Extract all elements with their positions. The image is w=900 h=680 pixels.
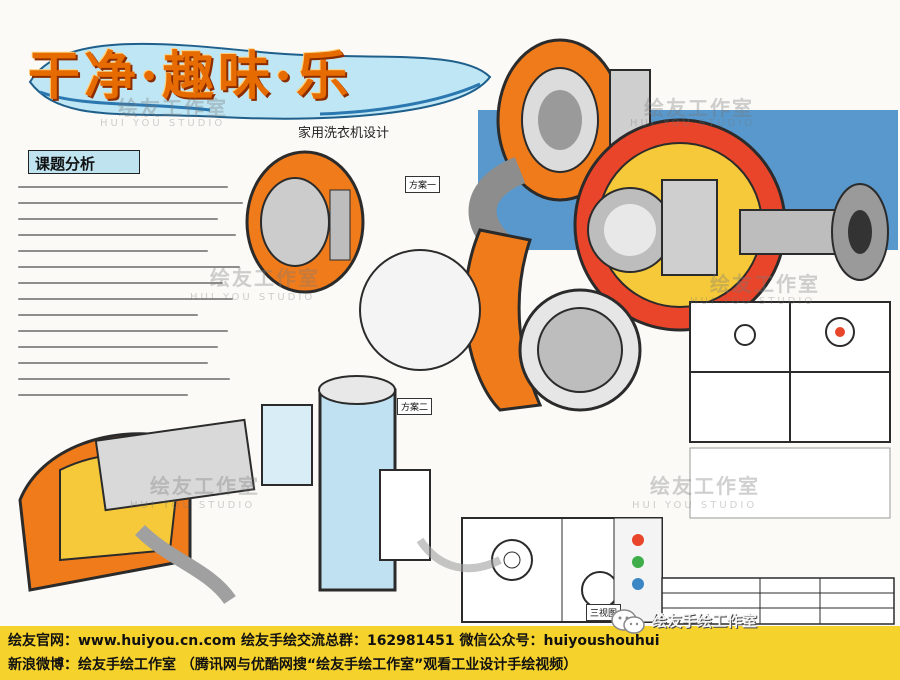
watermark-brand: 绘友工作室 xyxy=(644,96,754,120)
footer-bar xyxy=(0,626,900,680)
watermark-brand: 绘友工作室 xyxy=(118,96,228,120)
footer-weibo-line: 新浪微博：绘友手绘工作室 （腾讯网与优酷网搜“绘友手绘工作室”观看工业设计手绘视… xyxy=(8,657,578,673)
washer-sketch-main xyxy=(573,118,889,332)
washer-sketch-open xyxy=(359,228,642,412)
footer-contact-line: 绘友官网：www.huiyou.cn.com 绘友手绘交流总群：16298145… xyxy=(8,633,660,649)
watermark-brand: 绘友工作室 xyxy=(710,272,820,296)
three-view-drawing xyxy=(461,517,663,623)
section-heading: 课题分析 xyxy=(28,150,140,174)
watermark-english: HUI YOU STUDIO xyxy=(690,296,816,307)
storyboard-panels xyxy=(689,301,891,443)
page-title: 干净·趣味·乐 xyxy=(28,46,353,107)
washer-sketch-scheme-two xyxy=(261,375,431,592)
watermark-english: HUI YOU STUDIO xyxy=(190,292,316,303)
analysis-notes xyxy=(18,180,250,420)
title-banner xyxy=(28,42,492,120)
watermark-brand: 绘友工作室 xyxy=(210,266,320,290)
washer-sketch-bottom-left xyxy=(18,418,256,592)
sketch-illustrations xyxy=(18,38,898,625)
scheme-one-label: 方案一 xyxy=(405,176,441,193)
watermark-english: HUI YOU STUDIO xyxy=(632,500,758,511)
washer-sketch-scheme-one xyxy=(245,150,365,294)
page-subtitle: 家用洗衣机设计 xyxy=(298,126,390,141)
watermark-brand: 绘友工作室 xyxy=(150,474,260,498)
wechat-icon xyxy=(611,609,645,634)
watermark-english: HUI YOU STUDIO xyxy=(100,118,226,129)
watermark-brand: 绘友工作室 xyxy=(650,474,760,498)
watermark-english: HUI YOU STUDIO xyxy=(130,500,256,511)
washer-sketch-top xyxy=(496,38,651,202)
scheme-two-label: 方案二 xyxy=(397,398,433,415)
wechat-account-label: 绘友手绘工作室 xyxy=(652,612,758,630)
title-block-table xyxy=(661,577,895,625)
watermark-english: HUI YOU STUDIO xyxy=(630,118,756,129)
